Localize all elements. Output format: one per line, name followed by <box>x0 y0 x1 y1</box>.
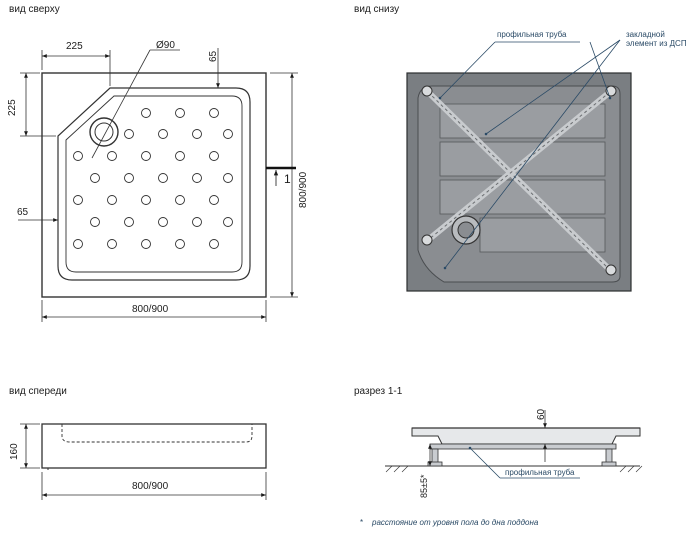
dim-corner-v: 225 <box>7 99 18 116</box>
view-title-bottom: вид снизу <box>354 4 400 15</box>
dim-section-legs: 85±5* <box>419 474 429 498</box>
leader-profile-a <box>438 41 496 100</box>
view-title-front: вид спереди <box>9 386 67 397</box>
floor-hatch <box>385 465 643 473</box>
view-title-top: вид сверху <box>9 4 60 15</box>
dim-section-depth: 60 <box>536 408 547 420</box>
anti-slip-dots <box>73 108 233 249</box>
section-profile-tube <box>429 443 617 450</box>
leader-insert-b <box>443 39 621 270</box>
dim-rim-left: 65 <box>17 207 29 218</box>
dim-drain-leader <box>91 49 151 159</box>
dim-rim-top: 65 <box>208 50 219 62</box>
tray-outline <box>41 72 267 298</box>
leader-profile-b <box>589 41 612 100</box>
front-outline <box>41 423 267 469</box>
leader-section-profile <box>468 446 501 479</box>
tray-basin-outer <box>57 87 251 281</box>
dim-front-width: 800/900 <box>132 481 169 492</box>
view-title-section: разрез 1-1 <box>354 386 403 397</box>
drain-inner <box>94 122 114 142</box>
section-mark-label: 1 <box>284 172 291 186</box>
section-view <box>385 410 643 479</box>
label-insert: закладной элемент из ДСП <box>626 30 687 48</box>
label-profile-tube: профильная труба <box>497 30 567 39</box>
leader-insert-a <box>484 39 621 136</box>
profile-tube-b <box>426 89 612 243</box>
section-tray <box>411 427 641 445</box>
bottom-view <box>406 39 632 292</box>
top-view <box>18 48 298 322</box>
dim-depth: 800/900 <box>298 171 309 208</box>
dim-width: 800/900 <box>132 304 169 315</box>
section-legs <box>427 448 617 467</box>
footnote-text: расстояние от уровня пола до дна поддона <box>372 518 539 527</box>
dim-drain: Ø90 <box>156 40 175 51</box>
front-hidden-basin <box>61 424 253 443</box>
dim-corner-h: 225 <box>66 41 83 52</box>
tray-basin-inner <box>65 95 243 273</box>
footnote-mark: * <box>360 518 364 527</box>
dim-front-height: 160 <box>9 443 20 460</box>
label-section-profile: профильная труба <box>505 468 575 477</box>
front-view <box>20 423 267 500</box>
